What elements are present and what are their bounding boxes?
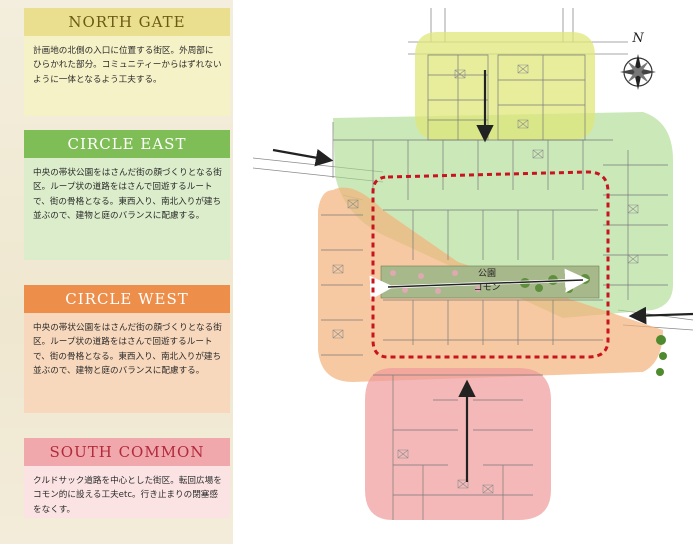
section-north-gate: NORTH GATE 計画地の北側の入口に位置する街区。外周部にひらかれた部分。…	[24, 8, 230, 116]
section-text-circle-west: 中央の帯状公園をはさんだ街の顔づくりとなる街区。ループ状の道路をはさんで回遊する…	[24, 313, 230, 413]
park-label: 公園	[478, 268, 496, 279]
east-edge-trees	[656, 335, 667, 376]
section-south-common: SOUTH COMMON クルドサック道路を中心とした街区。転回広場をコモン的に…	[24, 438, 230, 518]
section-text-circle-east: 中央の帯状公園をはさんだ街の顔づくりとなる街区。ループ状の道路をはさんで回遊する…	[24, 158, 230, 260]
section-title-circle-west: CIRCLE WEST	[24, 285, 230, 313]
house-lots	[321, 54, 668, 520]
east-entrance-arrow	[628, 306, 694, 325]
section-text-north-gate: 計画地の北側の入口に位置する街区。外周部にひらかれた部分。コミュニティーからはず…	[24, 36, 230, 116]
compass-north-label: N	[631, 31, 644, 46]
section-title-south-common: SOUTH COMMON	[24, 438, 230, 466]
park-path-line	[387, 279, 584, 288]
section-title-north-gate: NORTH GATE	[24, 8, 230, 36]
zone-south-common	[365, 368, 551, 520]
section-text-south-common: クルドサック道路を中心とした街区。転回広場をコモン的に設える工夫etc。行き止ま…	[24, 466, 230, 518]
commons-label: コモン	[473, 283, 500, 293]
section-circle-east: CIRCLE EAST 中央の帯状公園をはさんだ街の顔づくりとなる街区。ループ状…	[24, 130, 230, 260]
site-plan-map: 公園 コモン N	[252, 8, 694, 520]
section-title-circle-east: CIRCLE EAST	[24, 130, 230, 158]
zone-north-gate	[415, 32, 595, 140]
west-entrance-arrow	[272, 148, 334, 167]
north-compass-icon	[620, 54, 656, 90]
zone-descriptions-panel: NORTH GATE 計画地の北側の入口に位置する街区。外周部にひらかれた部分。…	[0, 0, 233, 544]
building-markers	[332, 64, 639, 494]
section-circle-west: CIRCLE WEST 中央の帯状公園をはさんだ街の顔づくりとなる街区。ループ状…	[24, 285, 230, 413]
